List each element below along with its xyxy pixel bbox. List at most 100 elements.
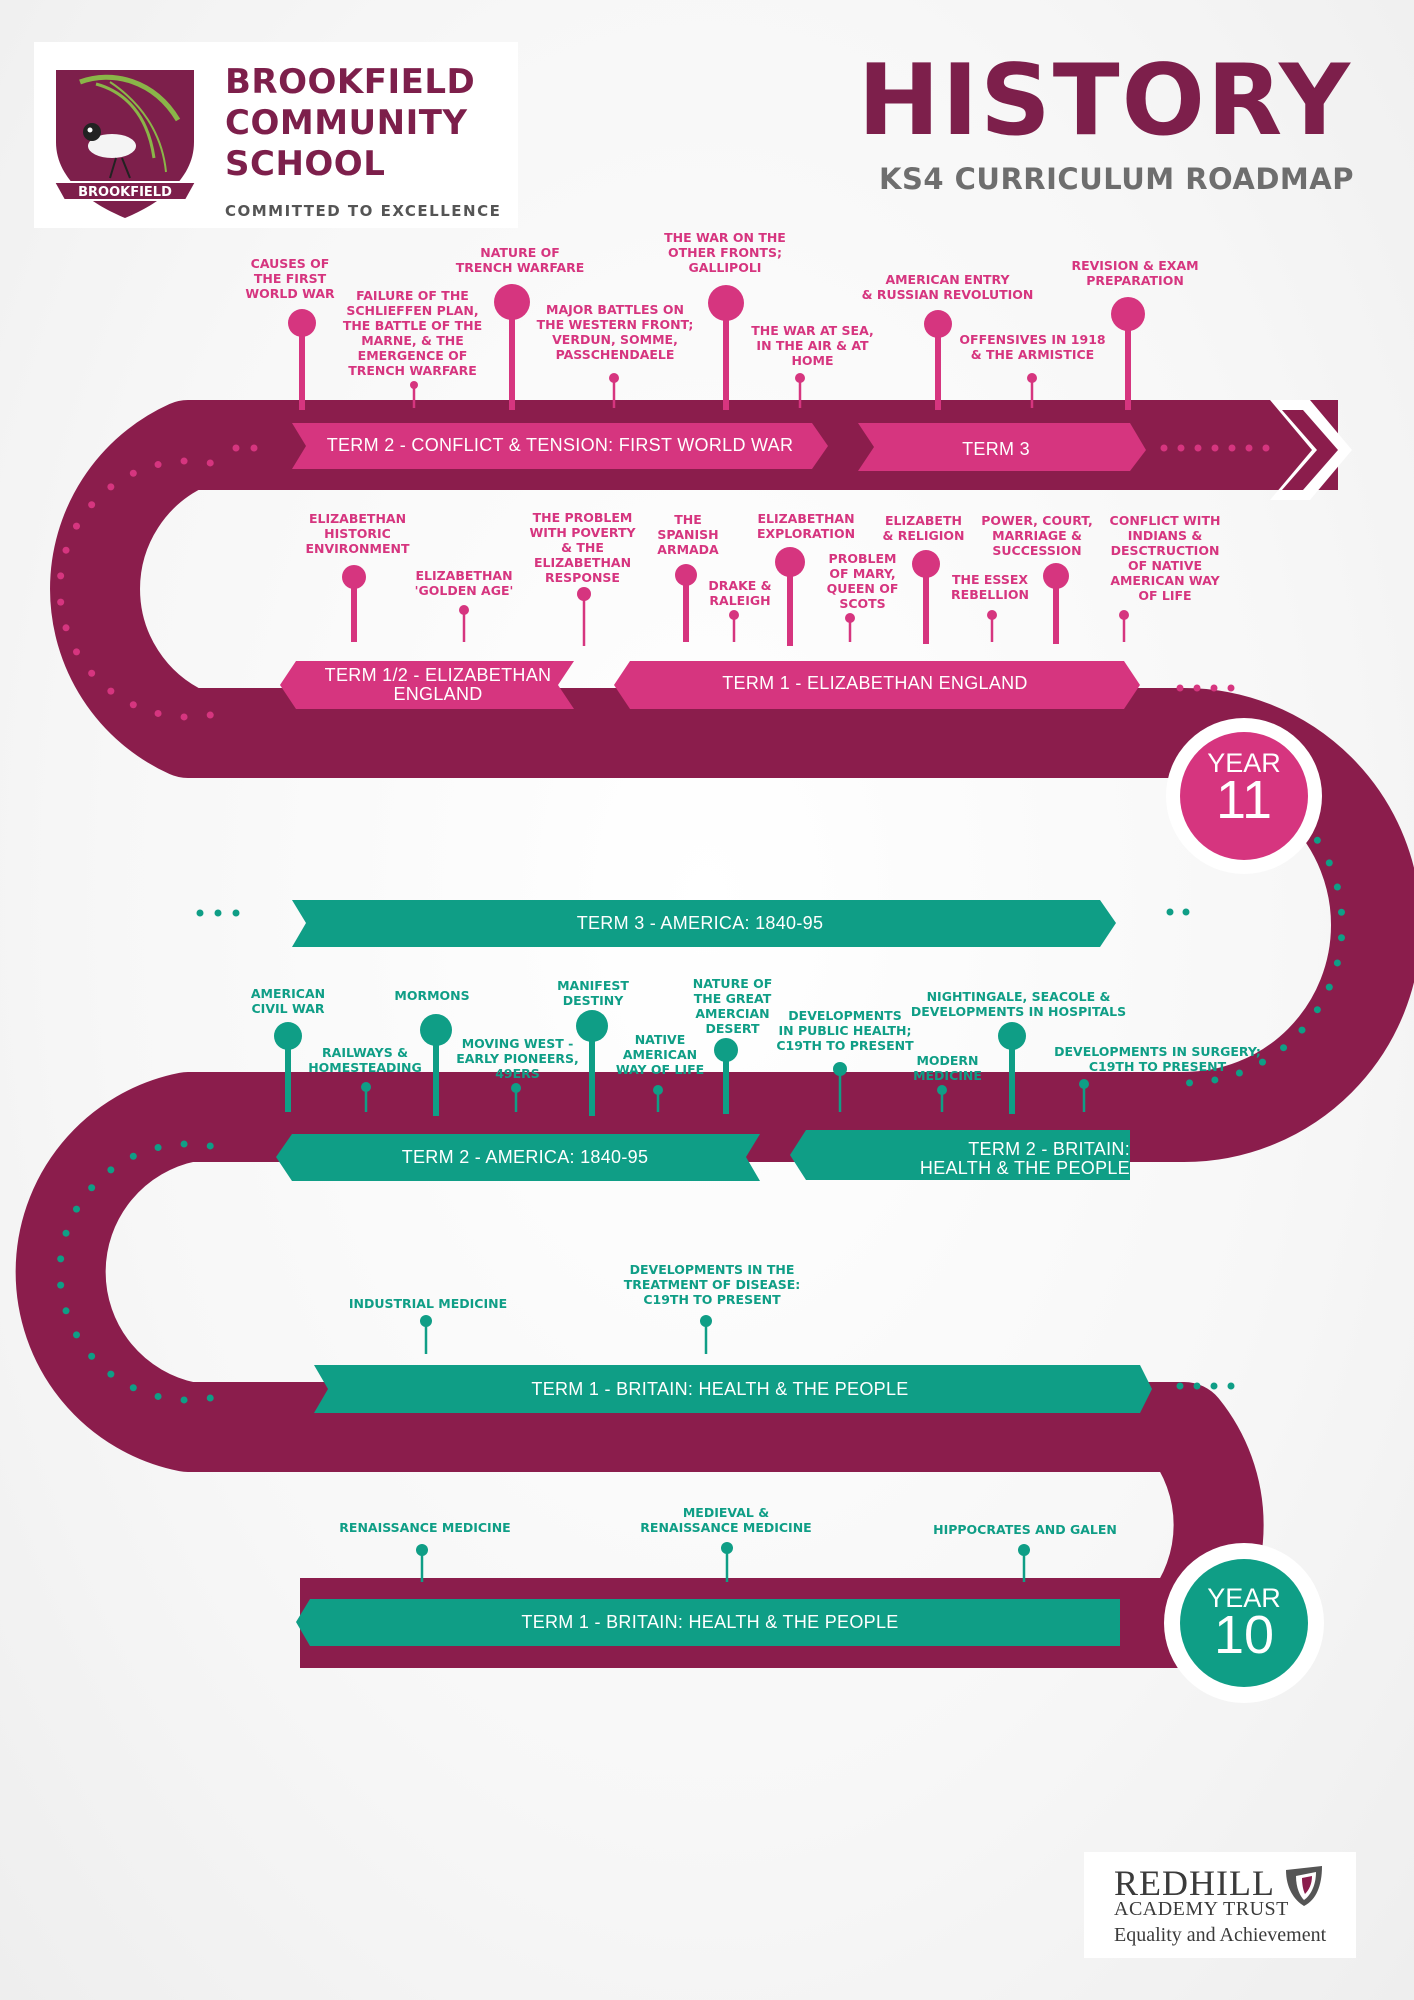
topic-industrial-medicine: INDUSTRIAL MEDICINE xyxy=(348,1296,508,1311)
topic-medieval-medicine: MEDIEVAL & RENAISSANCE MEDICINE xyxy=(640,1505,812,1535)
pin-causes-ww1 xyxy=(288,309,316,410)
school-motto: COMMITTED TO EXCELLENCE xyxy=(225,202,502,220)
lane-dot xyxy=(129,1384,137,1392)
lane-dot xyxy=(1211,1076,1219,1084)
lane-dot xyxy=(129,1152,137,1160)
topic-drake-raleigh: DRAKE & RALEIGH xyxy=(708,578,772,608)
topic-western-front: MAJOR BATTLES ON THE WESTERN FRONT; VERD… xyxy=(536,302,694,362)
pin-conflict-indians xyxy=(1119,610,1129,642)
lane-dot xyxy=(72,648,80,656)
trust-name: REDHILL xyxy=(1114,1863,1275,1903)
banner-label-y10-term2-britain: TERM 2 - BRITAIN: HEALTH & THE PEOPLE xyxy=(919,1139,1130,1178)
topic-public-health: DEVELOPMENTS IN PUBLIC HEALTH; C19TH TO … xyxy=(776,1008,914,1053)
topic-revision: REVISION & EXAM PREPARATION xyxy=(1071,258,1199,288)
school-name: BROOKFIELD COMMUNITY SCHOOL xyxy=(225,62,476,184)
year-11-label: YEAR 11 xyxy=(1180,750,1308,830)
lane-dot xyxy=(1280,1044,1288,1052)
topic-conflict-indians: CONFLICT WITH INDIANS & DESCTRUCTION OF … xyxy=(1109,513,1221,603)
lane-dot xyxy=(57,572,65,580)
lane-dot xyxy=(206,711,214,719)
lane-dot xyxy=(1262,444,1270,452)
pin-moving-west xyxy=(511,1083,521,1112)
topic-modern-medicine: MODERN MEDICINE xyxy=(913,1053,982,1083)
lane-dot xyxy=(180,457,188,465)
lane-dot xyxy=(154,1144,162,1152)
pin-railways xyxy=(361,1082,371,1112)
banner-y11-term12 xyxy=(280,661,574,709)
banner-y11-term1 xyxy=(614,661,1140,709)
pin-other-fronts xyxy=(708,285,744,410)
topic-essex-rebellion: THE ESSEX REBELLION xyxy=(951,572,1029,602)
topic-poverty: THE PROBLEM WITH POVERTY & THE ELIZABETH… xyxy=(529,510,636,585)
road-end-arrow xyxy=(1270,400,1352,500)
pin-hippocrates xyxy=(1018,1544,1030,1582)
topic-mormons: MORMONS xyxy=(394,988,470,1003)
lane-dot xyxy=(1210,1382,1218,1390)
banner-label-y11-term1: TERM 1 - ELIZABETHAN ENGLAND xyxy=(722,673,1028,693)
lane-dot xyxy=(1333,959,1341,967)
lane-dot xyxy=(129,701,137,709)
year-10-number: 10 xyxy=(1213,1605,1275,1665)
lane-dot xyxy=(1227,1382,1235,1390)
pin-offensives-1918 xyxy=(1027,373,1037,408)
lane-dot xyxy=(88,1352,96,1360)
topic-manifest-destiny: MANIFEST DESTINY xyxy=(557,978,629,1008)
lane-dot xyxy=(1227,684,1235,692)
lane-dot xyxy=(206,459,214,467)
lane-dot xyxy=(62,624,70,632)
topic-historic-environment: ELIZABETHAN HISTORIC ENVIRONMENT xyxy=(305,511,410,556)
topic-american-entry: AMERICAN ENTRY & RUSSIAN REVOLUTION xyxy=(861,272,1034,302)
lane-dot xyxy=(1228,444,1236,452)
lane-dot xyxy=(1325,859,1333,867)
year-10-label: YEAR 10 xyxy=(1180,1585,1308,1665)
lane-dot xyxy=(196,909,204,917)
pin-golden-age xyxy=(459,605,469,642)
pin-modern-medicine xyxy=(937,1085,947,1112)
lane-dot xyxy=(180,1140,188,1148)
lane-dot xyxy=(1313,1006,1321,1014)
lane-dot xyxy=(1245,444,1253,452)
lane-dot xyxy=(1210,684,1218,692)
lane-dot xyxy=(1258,1058,1266,1066)
lane-dot xyxy=(1193,1382,1201,1390)
lane-dot xyxy=(1182,908,1190,916)
lane-dot xyxy=(57,1255,65,1263)
lane-dot xyxy=(1298,1026,1306,1034)
pin-exploration xyxy=(775,547,805,646)
lane-dot xyxy=(1333,883,1341,891)
lane-dot xyxy=(1337,934,1345,942)
topic-war-at-sea: THE WAR AT SEA, IN THE AIR & AT HOME xyxy=(751,323,874,368)
lane-dot xyxy=(1176,684,1184,692)
pin-essex-rebellion xyxy=(987,610,997,642)
banner-y10-term2-america xyxy=(276,1134,760,1181)
lane-dot xyxy=(1211,444,1219,452)
topic-exploration: ELIZABETHAN EXPLORATION xyxy=(756,511,856,541)
page-subtitle: KS4 CURRICULUM ROADMAP xyxy=(879,162,1354,196)
pin-industrial-medicine xyxy=(420,1315,432,1354)
topic-native-american: NATIVE AMERICAN WAY OF LIFE xyxy=(615,1032,705,1077)
lane-dot xyxy=(88,669,96,677)
pin-renaissance-medicine xyxy=(416,1544,428,1582)
crest-icon: BROOKFIELD xyxy=(52,70,198,218)
lane-dot xyxy=(1166,908,1174,916)
lane-dot xyxy=(72,522,80,530)
lane-dot xyxy=(206,1394,214,1402)
lane-dot xyxy=(107,483,115,491)
lane-dot xyxy=(1235,1069,1243,1077)
trust-tagline: Equality and Achievement xyxy=(1114,1924,1327,1946)
lane-dot xyxy=(1313,836,1321,844)
lane-dot xyxy=(1176,1382,1184,1390)
pin-trench-warfare xyxy=(494,284,530,410)
banner-y10-term1-lower xyxy=(296,1599,1120,1646)
lane-dot xyxy=(1177,444,1185,452)
pin-treatment-disease xyxy=(700,1315,712,1354)
lane-dots xyxy=(57,444,1345,1404)
lane-dot xyxy=(180,713,188,721)
pin-mormons xyxy=(420,1014,452,1116)
year-11-number: 11 xyxy=(1215,770,1273,830)
pin-civil-war xyxy=(274,1022,302,1112)
pin-great-desert xyxy=(714,1038,738,1114)
banner-label-y10-term3: TERM 3 - AMERICA: 1840-95 xyxy=(576,913,824,933)
topic-religion: ELIZABETH & RELIGION xyxy=(882,513,965,543)
pin-western-front xyxy=(609,373,619,408)
